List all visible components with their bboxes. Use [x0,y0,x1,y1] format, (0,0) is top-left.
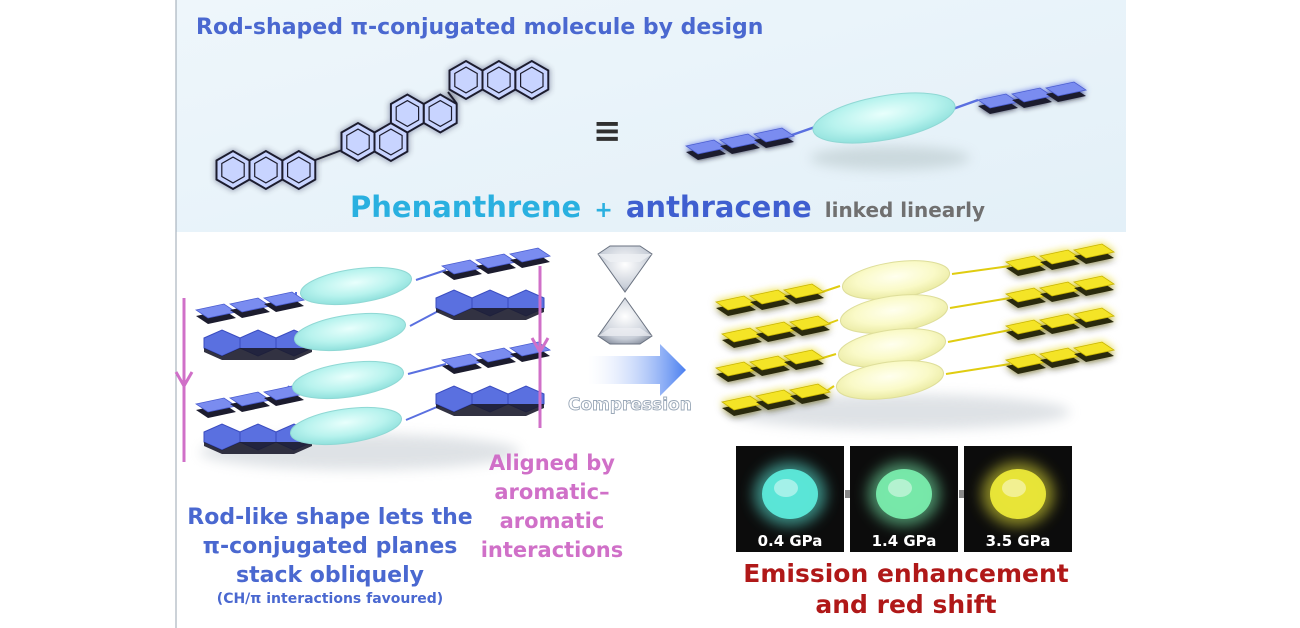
phenanthrene-ellipse [289,406,403,446]
phenanthrene-ellipse [835,360,945,400]
pressure-photo: 0.4 GPa [736,446,844,552]
equivalence-symbol: ≡ [593,111,622,151]
compression-label: Compression [568,395,692,415]
aligned-line: aromatic– [494,480,609,504]
emission-spot [876,469,932,519]
header-title: Rod-shaped π-conjugated molecule by desi… [196,15,763,40]
caption-line: Rod-like shape lets the [187,505,472,530]
compression-arrow [588,344,686,396]
stack-molecule [203,385,545,455]
pressure-photo: 1.4 GPa [850,446,958,552]
phenanthrene-label: Phenanthrene [350,190,581,224]
emission-spot [762,469,818,519]
pressure-label: 1.4 GPa [872,532,937,550]
photo-strip: 0.4 GPa 1.4 GPa 3.5 GPa [736,446,1072,552]
molecule-schematic [685,81,1087,170]
chemical-structure [215,59,550,191]
composition-line: Phenanthrene + anthracene linked linearl… [350,190,985,224]
compressed-molecule [721,341,1115,417]
emission-spot [990,469,1046,519]
phenanthrene-ellipse [293,312,407,352]
aligned-caption: Aligned by aromatic– aromatic interactions [481,451,624,562]
compressed-molecule [715,307,1115,383]
aligned-line: Aligned by [489,451,615,475]
linked-linearly-label: linked linearly [825,198,985,222]
phenanthrene-ellipse [812,92,956,144]
anthracene-unit [435,385,545,417]
stack-molecule [203,289,545,361]
aromatic-ring [514,59,550,101]
left-stack [195,247,551,470]
result-line: Emission enhancement [743,559,1069,588]
compressed-molecule [721,275,1115,349]
anthracene-label: anthracene [626,190,812,224]
anthracene-unit [435,289,545,321]
right-magenta-arrow [530,266,550,428]
result-line: and red shift [815,590,996,619]
caption-note: (CH/π interactions favoured) [217,591,443,607]
aligned-line: aromatic [500,509,605,533]
plus-sign: + [594,198,612,223]
stack-molecule [195,341,551,419]
right-stack [715,243,1115,430]
left-caption: Rod-like shape lets the π-conjugated plan… [187,505,472,607]
stack-molecule [195,247,551,325]
left-magenta-arrow [174,298,194,462]
pressure-label: 3.5 GPa [986,532,1051,550]
phenanthrene-ellipse [291,360,405,400]
caption-line: π-conjugated planes [203,534,458,559]
diamond-anvil-icon [597,245,653,345]
caption-line: stack obliquely [236,563,424,588]
phenanthrene-ellipse [299,266,413,306]
pressure-label: 0.4 GPa [758,532,823,550]
header-panel [176,0,1126,232]
aligned-line: interactions [481,538,624,562]
aromatic-ring [422,93,458,134]
pressure-photo: 3.5 GPa [964,446,1072,552]
aromatic-ring [281,149,317,191]
